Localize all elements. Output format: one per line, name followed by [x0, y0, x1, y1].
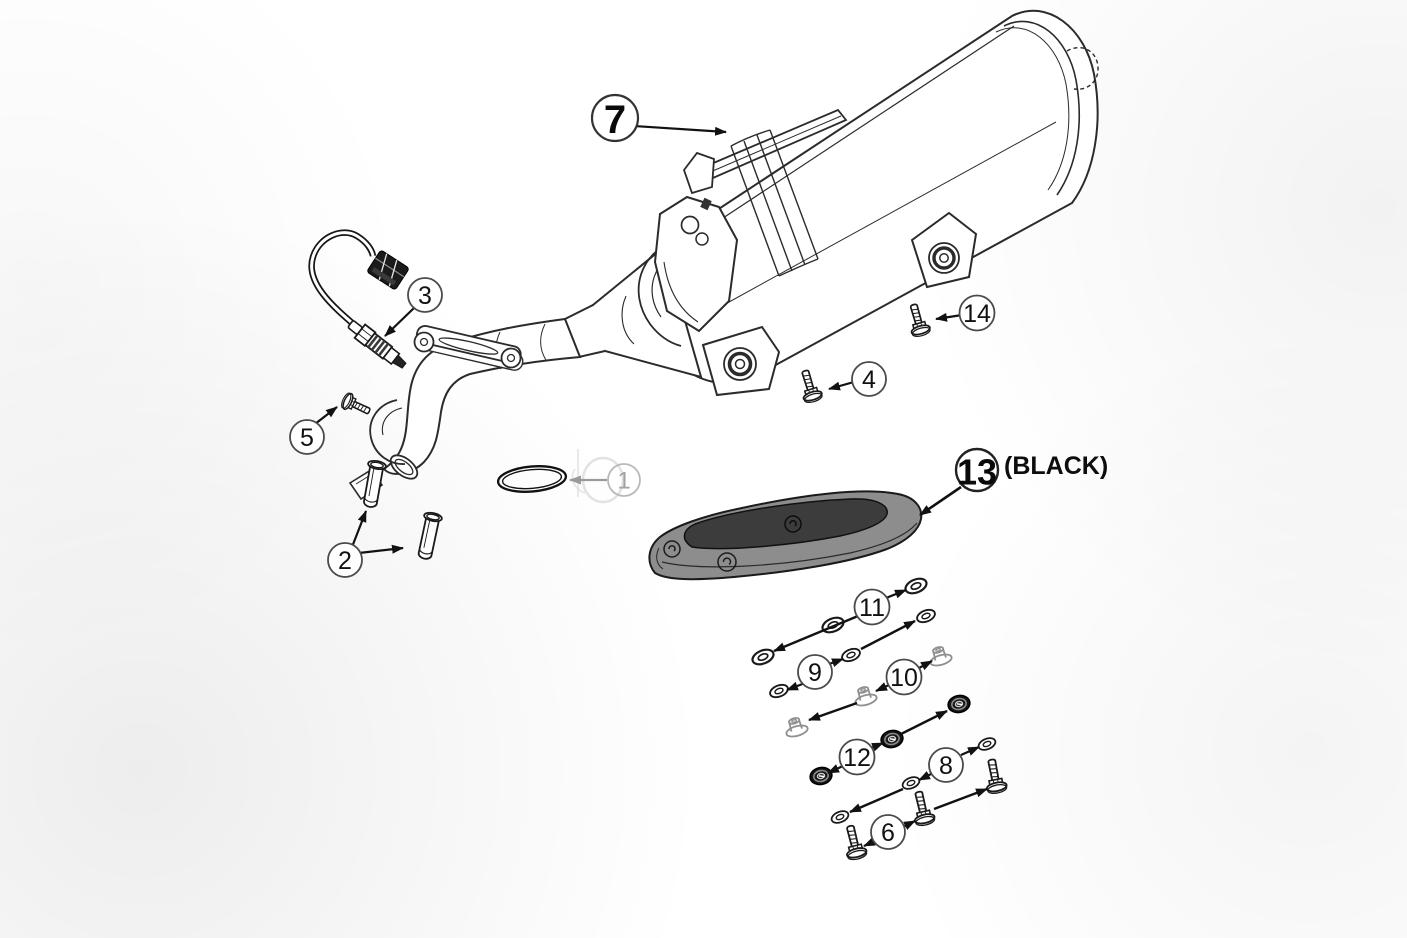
callout-11-number: 11 [859, 594, 885, 622]
washer [749, 645, 777, 669]
callout-13: 13 (BLACK) [954, 447, 1108, 493]
black-color-note: (BLACK) [1004, 452, 1108, 480]
cap-nut [945, 692, 973, 716]
callout-3-number: 3 [418, 282, 432, 310]
callout-6: 6 [870, 814, 906, 850]
stud-part2 [414, 510, 444, 562]
muffler-shell [650, 9, 1099, 385]
bolt-part14 [903, 301, 933, 340]
gasket-ring-part1 [496, 465, 568, 493]
callout-13-number: 13 [957, 452, 997, 493]
muffler-panel [682, 108, 848, 277]
callout-10-number: 10 [890, 664, 918, 692]
panel-ribs [730, 129, 819, 277]
callout-14: 14 [958, 294, 996, 332]
cap-nut [807, 764, 835, 788]
callout-5: 5 [289, 419, 325, 455]
bolt-part5 [338, 390, 374, 420]
washer [900, 774, 922, 792]
callout-5-number: 5 [300, 424, 314, 452]
washer [914, 606, 938, 626]
mount-bracket-rear [910, 211, 978, 289]
callout-7-number: 7 [604, 98, 626, 142]
shield-screw-boss [663, 515, 802, 572]
callout-4: 4 [851, 361, 887, 397]
muffler-body [650, 9, 1099, 385]
callout-2-number: 2 [338, 547, 352, 575]
callout-3: 3 [407, 277, 443, 313]
callout-11: 11 [853, 588, 891, 626]
oxygen-sensor [308, 229, 409, 369]
grommet [925, 643, 954, 669]
tailpipe-stub [1066, 46, 1099, 90]
callout-9: 9 [797, 654, 833, 690]
heat-shield-inner [683, 498, 888, 550]
washer [767, 681, 791, 701]
sensor-body [347, 320, 407, 369]
callout-6-number: 6 [881, 819, 895, 847]
callout-9-number: 9 [808, 659, 822, 687]
cap-nut [878, 727, 906, 751]
washer [902, 574, 930, 598]
washer [829, 808, 851, 826]
heat-shield [648, 490, 923, 581]
callout-1-number: 1 [617, 468, 630, 495]
washer-group-11 [749, 574, 930, 669]
endcap-rim [1003, 20, 1081, 196]
callout-14-number: 14 [963, 300, 991, 328]
pipe-flange [413, 325, 524, 371]
sensor-connector [367, 250, 409, 290]
callout-7: 7 [590, 93, 640, 143]
callout-1: 1 [607, 463, 641, 497]
front-mount-bracket [653, 195, 739, 333]
washer [819, 613, 847, 637]
callout-12-number: 12 [843, 744, 871, 772]
callout-8: 8 [928, 747, 964, 783]
callout-8-number: 8 [939, 752, 953, 780]
callout-4-number: 4 [862, 366, 876, 394]
washer [976, 735, 998, 753]
bolt [839, 822, 869, 863]
callout-10: 10 [885, 658, 923, 696]
bolt-part4 [795, 367, 825, 406]
grommet [781, 714, 810, 740]
washer [839, 645, 863, 665]
mount-bracket-front [701, 325, 781, 397]
callout-12: 12 [838, 738, 876, 776]
callout-2: 2 [327, 542, 363, 578]
